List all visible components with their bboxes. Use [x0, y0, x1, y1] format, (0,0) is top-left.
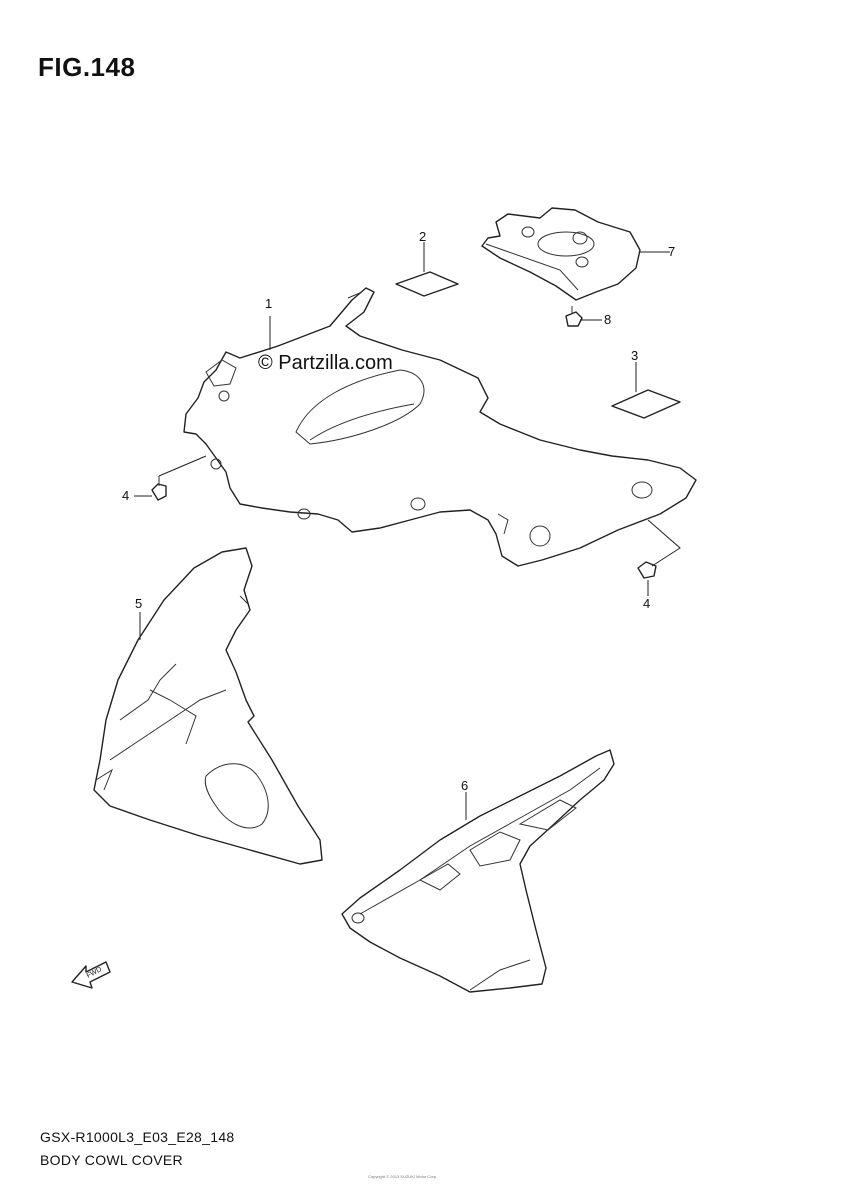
callout-2: 2	[419, 229, 427, 244]
part-2-pad	[395, 271, 459, 297]
callout-3: 3	[631, 348, 639, 363]
callout-1: 1	[265, 296, 273, 311]
part-4-rivet-right	[637, 561, 657, 579]
part-6-inner-cover-right	[341, 749, 615, 993]
callout-7: 7	[668, 244, 676, 259]
callout-4-left: 4	[122, 488, 130, 503]
part-5-inner-cover-left	[93, 547, 323, 865]
callout-6: 6	[461, 778, 469, 793]
callout-4-right: 4	[643, 596, 651, 611]
diagram-code: GSX-R1000L3_E03_E28_148	[40, 1129, 235, 1145]
forward-arrow-icon: FWD	[71, 961, 111, 989]
part-1-body-cowl-cover	[183, 287, 697, 567]
callout-8: 8	[604, 312, 612, 327]
leader-lines	[134, 242, 681, 820]
copyright-notice: Copyright © 2013 SUZUKI Motor Corp.	[368, 1174, 438, 1179]
callout-5: 5	[135, 596, 143, 611]
part-7-cover	[481, 207, 641, 301]
figure-title: FIG.148	[38, 52, 136, 82]
part-8-screw	[565, 306, 583, 327]
part-4-rivet-left	[151, 476, 167, 501]
watermark: © Partzilla.com	[258, 352, 393, 374]
diagram-name: BODY COWL COVER	[40, 1152, 183, 1168]
part-3-pad	[611, 389, 681, 419]
